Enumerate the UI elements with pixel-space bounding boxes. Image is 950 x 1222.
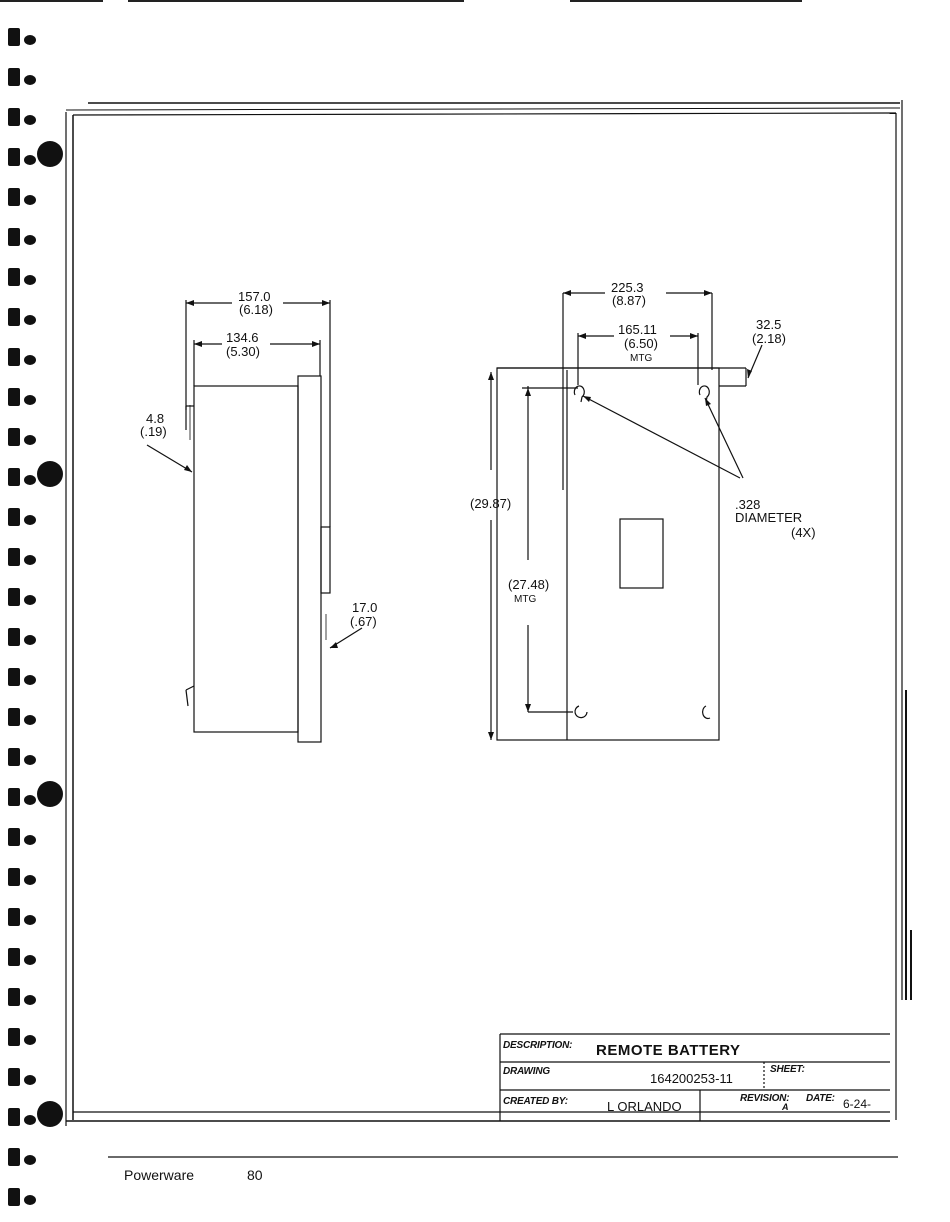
side-overall-dimension-in: (6.18) <box>239 303 273 317</box>
side-bottom-dimension-in: (.67) <box>350 615 377 629</box>
front-vertical-mtg-dimension: (27.48) <box>508 578 549 592</box>
front-edge-dimension-in: (2.18) <box>752 332 786 346</box>
side-body-dimension-mm: 134.6 <box>226 331 259 345</box>
front-mtg-label: MTG <box>630 352 652 366</box>
front-vertical-mtg-label: MTG <box>514 593 536 607</box>
created-by-label: CREATED BY: <box>503 1096 568 1107</box>
drawing-number: 164200253-11 <box>650 1071 733 1086</box>
front-height-dimension: (29.87) <box>470 497 511 511</box>
side-bottom-dimension-mm: 17.0 <box>352 601 377 615</box>
hole-label: DIAMETER <box>735 511 802 525</box>
description-label: DESCRIPTION: <box>503 1040 572 1051</box>
revision-value: A <box>782 1102 788 1112</box>
footer-brand: Powerware <box>124 1167 194 1183</box>
sheet-label: SHEET: <box>770 1064 805 1075</box>
page-number: 80 <box>247 1167 263 1183</box>
date-value: 6-24- <box>843 1097 871 1111</box>
date-label: DATE: <box>806 1093 835 1104</box>
hole-count: (4X) <box>791 526 816 540</box>
front-mtg-dimension-in: (6.50) <box>624 337 658 351</box>
drawing-label: DRAWING <box>503 1066 550 1077</box>
side-body-dimension-in: (5.30) <box>226 345 260 359</box>
front-mtg-dimension-mm: 165.11 <box>618 323 657 337</box>
front-width-dimension-in: (8.87) <box>612 294 646 308</box>
side-left-dimension-in: (.19) <box>140 425 167 439</box>
description-value: REMOTE BATTERY <box>596 1042 741 1059</box>
created-by-value: L ORLANDO <box>607 1099 682 1114</box>
front-edge-dimension-mm: 32.5 <box>756 318 781 332</box>
